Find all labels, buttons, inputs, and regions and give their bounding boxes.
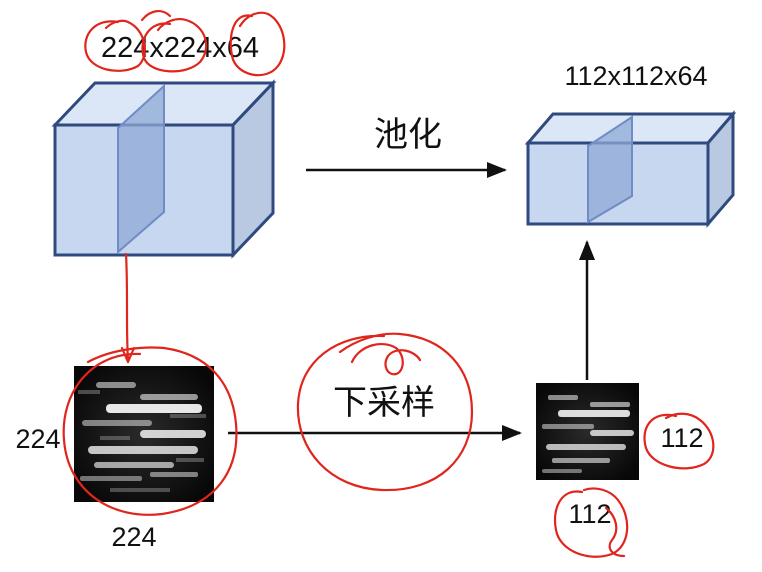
input-map-width-label: 224 [111, 522, 156, 552]
output-volume [528, 114, 733, 224]
annotation-stroke-top [142, 11, 170, 20]
input-map-height-label: 224 [15, 424, 60, 454]
output-feature-map [536, 383, 639, 480]
input-volume [55, 83, 273, 255]
output-map-height-label: 112 [660, 423, 703, 453]
output-volume-label: 112x112x64 [564, 61, 707, 91]
input-feature-map [74, 366, 214, 502]
pooling-label: 池化 [374, 115, 442, 155]
annotation-loop-downsample [352, 344, 420, 374]
input-volume-label: 224x224x64 [101, 32, 259, 64]
output-map-width-label: 112 [568, 499, 611, 529]
downsample-label: 下采样 [333, 383, 435, 423]
annotation-down-line [122, 254, 134, 362]
